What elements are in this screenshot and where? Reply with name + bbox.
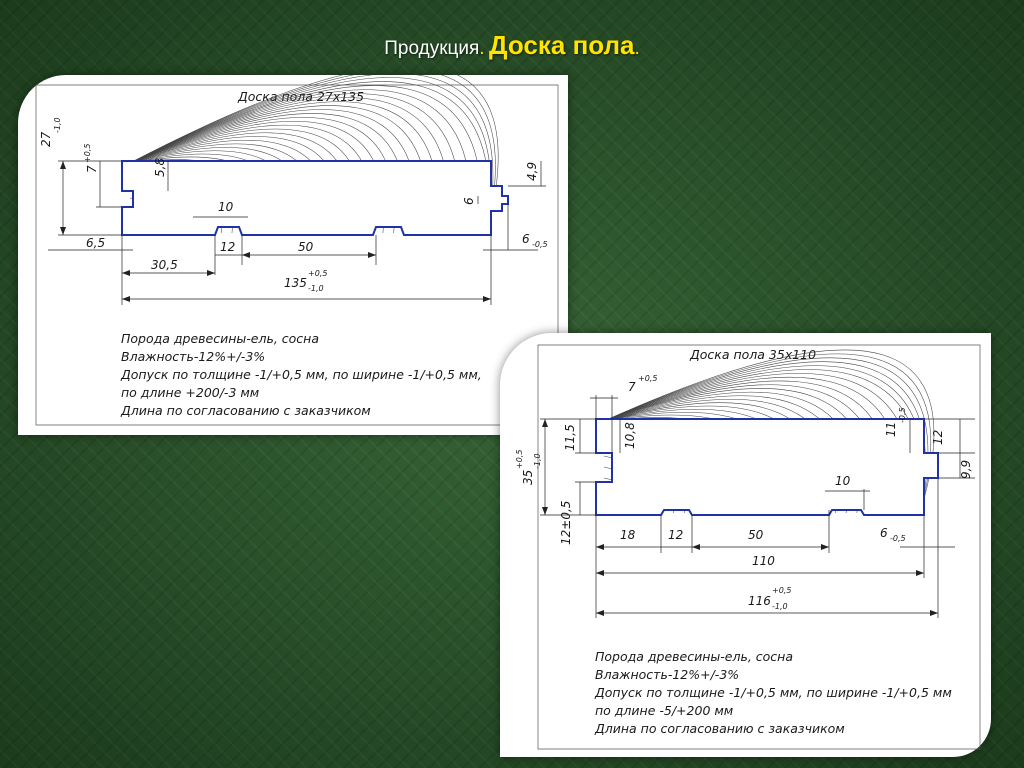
dim-groove-depth: 10,8 (623, 422, 637, 449)
note-5: Длина по согласованию с заказчиком (120, 403, 371, 418)
drawing-frame (537, 344, 981, 750)
note-1: Порода древесины-ель, сосна (595, 649, 793, 664)
note-5: Длина по согласованию с заказчиком (594, 721, 845, 736)
dim-right-upper-tol: -0,5 (898, 407, 907, 423)
dim-right-edge-tol: -0,5 (532, 240, 548, 249)
dim-notch-gap: 50 (298, 240, 314, 254)
dim-right-edge-tol: -0,5 (890, 534, 906, 543)
note-4: по длине +200/-3 мм (121, 385, 259, 400)
note-4: по длине -5/+200 мм (595, 703, 733, 718)
drawing-35x110: Доска пола 35х110 (515, 344, 981, 750)
dim-tongue-h: 4,9 (525, 162, 539, 181)
dimension-lines (48, 160, 546, 305)
dim-width: 135 (284, 276, 307, 290)
title-product: Доска пола (489, 30, 635, 60)
dim-width-tol-up: +0,5 (772, 586, 791, 595)
note-2: Влажность-12%+/-3% (121, 349, 265, 364)
dim-face-width: 110 (752, 554, 775, 568)
note-1: Порода древесины-ель, сосна (121, 331, 319, 346)
title-main: Продукция (384, 38, 480, 59)
dim-groove-slot: 10 (218, 200, 234, 214)
dim-upper-h: 11,5 (563, 424, 577, 451)
dim-left-offset: 30,5 (151, 258, 178, 272)
title-separator: . (479, 38, 485, 59)
dim-lower-h: 12±0,5 (559, 501, 573, 545)
dim-tongue-thk-tol: +0,5 (638, 374, 657, 383)
dim-tongue-len: 6 (462, 197, 476, 205)
drawing-27x135: Доска пола 27х135 (35, 75, 559, 426)
dim-groove-slot: 10 (835, 474, 851, 488)
drawing-frame (35, 84, 559, 426)
drawing-heading: Доска пола 35х110 (689, 347, 816, 362)
dim-right-edge: 6 (522, 232, 530, 246)
dim-right-upper: 11 (884, 422, 898, 437)
dim-thickness-tol-up: +0,5 (515, 450, 524, 469)
drawing-panel-35x110: Доска пола 35х110 (500, 333, 991, 757)
dimension-lines (540, 395, 975, 618)
dim-notch-w: 12 (220, 240, 235, 254)
dim-right-edge: 6 (880, 526, 888, 540)
note-2: Влажность-12%+/-3% (595, 667, 739, 682)
drawing-panel-27x135: Доска пола 27х135 (18, 75, 568, 435)
dim-thickness: 27 (39, 131, 53, 147)
dim-tongue-thk: 7 (85, 165, 99, 173)
dim-thickness: 35 (521, 470, 535, 485)
dim-thickness-tol-down: -1,0 (533, 453, 542, 469)
dim-width: 116 (748, 594, 771, 608)
dim-groove-depth: 5,8 (153, 158, 167, 177)
dim-thickness-tol: -1,0 (53, 117, 62, 133)
dim-left-offset: 18 (620, 528, 636, 542)
dim-tongue-thk: 7 (628, 380, 636, 394)
title-end: . (634, 38, 640, 59)
dim-notch-gap: 50 (748, 528, 764, 542)
dim-width-tol-down: -1,0 (772, 602, 788, 611)
dim-right-top: 12 (931, 430, 945, 445)
board-profile (121, 160, 509, 236)
note-3: Допуск по толщине -1/+0,5 мм, по ширине … (594, 685, 952, 700)
slide-title: Продукция. Доска пола. (0, 30, 1024, 61)
dim-left-edge: 6,5 (86, 236, 105, 250)
dim-tongue-h: 9,9 (959, 460, 973, 479)
dim-width-tol-down: -1,0 (308, 284, 324, 293)
dim-notch-w: 12 (668, 528, 683, 542)
note-3: Допуск по толщине -1/+0,5 мм, по ширине … (120, 367, 482, 382)
dim-tongue-thk-tol: +0,5 (83, 144, 92, 163)
dim-width-tol-up: +0,5 (308, 269, 327, 278)
